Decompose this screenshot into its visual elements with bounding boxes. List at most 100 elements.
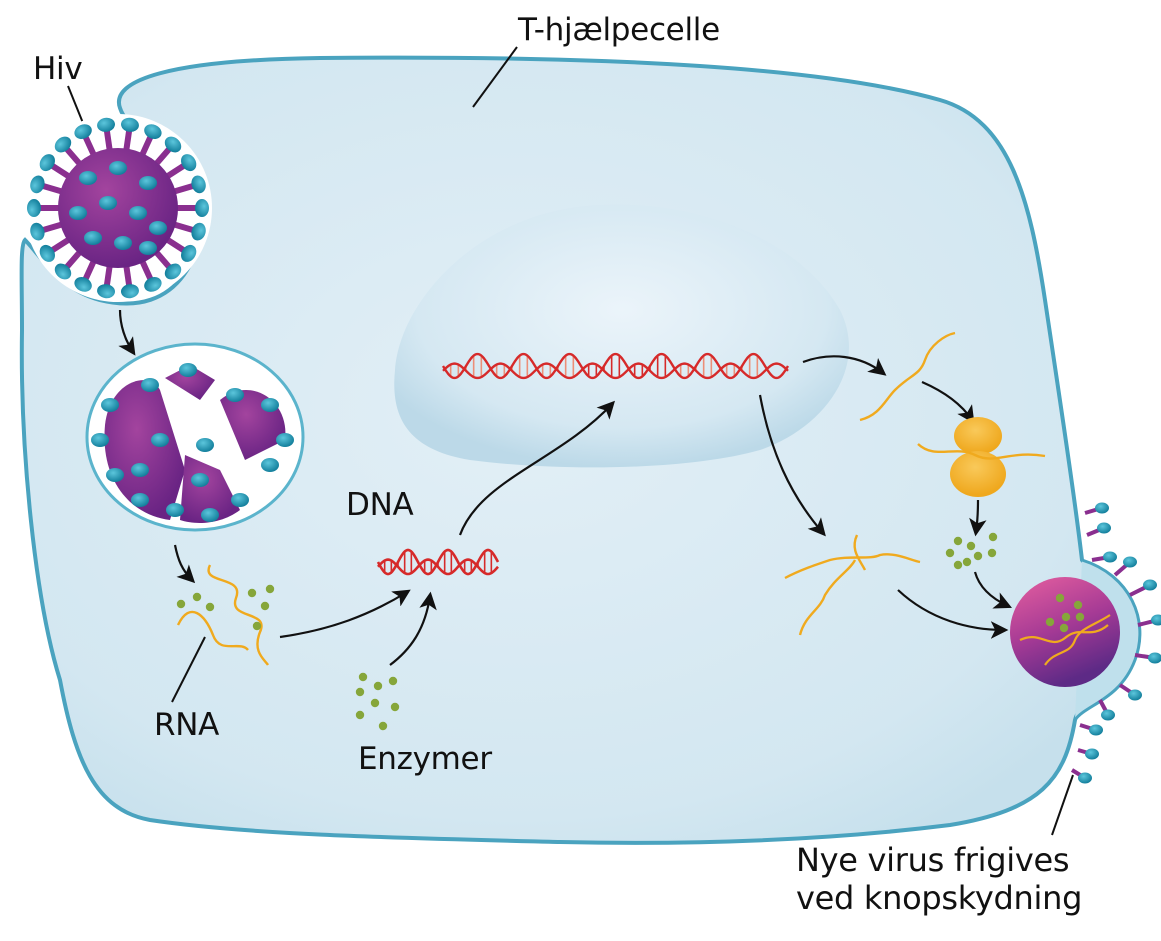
hiv-label: Hiv: [33, 51, 83, 87]
enzyme-dot: [355, 687, 365, 697]
spike-head: [181, 244, 197, 262]
dna-strand: [441, 352, 790, 380]
enzyme-dot: [1061, 612, 1071, 622]
spike-head: [54, 263, 72, 280]
spike-head: [261, 398, 279, 412]
spike-head: [101, 398, 119, 412]
spike-head: [1101, 709, 1115, 721]
spike-head: [74, 277, 92, 292]
arrow-ribosome-to-enzymes: [969, 499, 987, 537]
spike-head: [196, 438, 214, 452]
spike-head: [39, 154, 55, 172]
spike-head: [120, 117, 139, 132]
enzyme-dot: [247, 588, 257, 598]
spike-head: [129, 206, 147, 220]
process-arrows: [118, 309, 1012, 666]
spike-head: [1095, 502, 1109, 514]
enzyme-dot: [987, 548, 997, 558]
enzyme-dot: [1075, 612, 1085, 622]
spike-head: [139, 241, 157, 255]
spike-head: [1123, 556, 1137, 568]
spike-head: [191, 222, 206, 241]
spike-head: [141, 378, 159, 392]
spike-head: [1078, 772, 1092, 784]
rna-label: RNA: [154, 707, 220, 743]
spike-head: [54, 136, 72, 153]
capsid-fragment: [104, 380, 185, 520]
budding-label: Nye virus frigives ved knopskydning: [796, 841, 1083, 918]
enzyme-dot: [355, 710, 365, 720]
enzymes-label: Enzymer: [358, 741, 492, 777]
arrow-mrna-to-ribosome: [921, 380, 975, 424]
enzyme-dot: [945, 548, 955, 558]
enzyme-dot: [388, 676, 398, 686]
enzyme-dot: [966, 541, 976, 551]
dna-strand: [377, 558, 499, 576]
budding-label-line: [1051, 774, 1074, 836]
enzyme-dot: [370, 698, 380, 708]
viral-rna-copies: [784, 534, 921, 636]
spike-head: [1085, 748, 1099, 760]
enzyme-dot: [252, 621, 262, 631]
viral-mrna: [859, 331, 956, 422]
spike-head: [164, 263, 182, 280]
spike-head: [39, 244, 55, 262]
ribosome: [917, 417, 1046, 497]
enzyme-dot: [192, 592, 202, 602]
spike-head: [231, 493, 249, 507]
cell-label-line: [472, 46, 518, 108]
spike-head: [149, 221, 167, 235]
budding-label-line-2: ved knopskydning: [796, 878, 1083, 917]
spike-head: [131, 493, 149, 507]
budding-virion: [1010, 558, 1142, 721]
spike-head: [120, 284, 139, 299]
spike-head: [195, 199, 209, 217]
spike-head: [131, 463, 149, 477]
spike-head: [139, 176, 157, 190]
budding-label-line-1: Nye virus frigives: [796, 841, 1070, 879]
spike-head: [191, 473, 209, 487]
spike-head: [144, 277, 162, 292]
hiv-virus: [24, 114, 212, 302]
spike-head: [27, 199, 41, 217]
spike-head: [181, 154, 197, 172]
enzyme-dot: [953, 536, 963, 546]
arrow-rna-to-dna: [279, 589, 411, 639]
spike-head: [106, 468, 124, 482]
spike-head: [99, 196, 117, 210]
enzyme-dot: [1045, 617, 1055, 627]
arrow-enzyme-to-dna: [389, 591, 437, 666]
enzyme-dot: [953, 560, 963, 570]
spike-head: [30, 175, 45, 194]
spike-head: [276, 433, 294, 447]
spike-head: [1097, 522, 1111, 534]
spike-head: [1151, 614, 1161, 626]
spike-head: [74, 124, 92, 139]
nucleus: [394, 204, 849, 468]
spike-head: [97, 117, 116, 132]
viral-rna: [176, 564, 270, 666]
enzymes-group-translated: [945, 532, 998, 570]
viral-dna: [376, 548, 500, 576]
arrow-opened-to-rna: [173, 544, 196, 584]
enzyme-dot: [988, 532, 998, 542]
enzyme-dot: [1055, 593, 1065, 603]
arrow-dna-to-nucleus: [458, 400, 615, 536]
spike-head: [1143, 579, 1157, 591]
enzyme-dot: [176, 599, 186, 609]
spike-head: [179, 363, 197, 377]
arrow-nucleus-to-mrna: [802, 355, 887, 376]
enzyme-dot: [962, 557, 972, 567]
spike-head: [1148, 652, 1161, 664]
t-helper-cell-label: T-hjælpecelle: [518, 12, 720, 48]
enzyme-dot: [1059, 623, 1069, 633]
dna-strand: [442, 362, 789, 380]
spike-head: [91, 433, 109, 447]
arrow-virus-to-opened: [118, 309, 136, 356]
capsid-fragment: [165, 365, 215, 400]
spike-head: [201, 508, 219, 522]
spike-head: [79, 171, 97, 185]
enzyme-dot: [378, 721, 388, 731]
enzyme-dot: [265, 584, 275, 594]
